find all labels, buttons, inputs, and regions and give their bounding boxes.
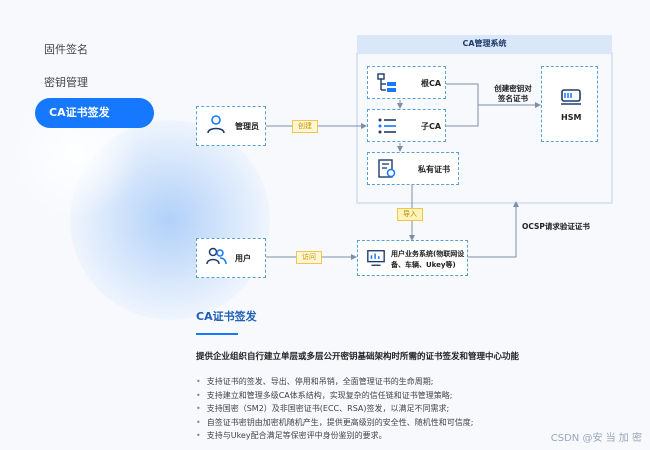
hsm-node[interactable]: HSM xyxy=(541,66,598,142)
hierarchy-icon xyxy=(377,73,396,92)
edge-label-create-key-sign: 创建密钥对 签名证书 xyxy=(484,84,542,104)
watermark: CSDN @安 当 加 密 xyxy=(550,433,642,444)
root-ca-node[interactable]: 根CA xyxy=(367,66,446,99)
hsm-device-icon xyxy=(561,89,581,105)
edge-label-create-key-line2: 签名证书 xyxy=(498,94,528,103)
business-label-line2: 备、车辆、Ukey等) xyxy=(391,261,456,269)
sub-ca-node[interactable]: 子CA xyxy=(367,109,446,142)
private-cert-label: 私有证书 xyxy=(418,165,450,174)
list-icon xyxy=(378,118,396,134)
edge-label-create-key-line1: 创建密钥对 xyxy=(494,84,532,93)
background-glow xyxy=(70,120,270,320)
users-icon xyxy=(206,247,227,265)
bracket-ca-hsm xyxy=(446,83,479,127)
root-ca-label: 根CA xyxy=(421,79,442,88)
admin-user-icon xyxy=(207,115,225,134)
certificate-icon xyxy=(378,159,396,178)
monitor-icon xyxy=(367,250,385,266)
user-label: 用户 xyxy=(235,254,251,263)
section-underline xyxy=(196,333,238,335)
admin-node[interactable]: 管理员 xyxy=(196,106,266,146)
edge-label-create: 创建 xyxy=(292,120,318,133)
section-description: 提供企业组织自行建立单层或多层公开密钥基础架构时所需的证书签发和管理中心功能 xyxy=(196,352,520,362)
edge-label-import: 导入 xyxy=(397,208,423,221)
business-system-node[interactable]: 用户业务系统(物联网设 备、车辆、Ukey等) xyxy=(357,240,468,276)
sub-ca-label: 子CA xyxy=(421,122,442,131)
hsm-label: HSM xyxy=(561,113,582,122)
feature-list: 支持证书的签发、导出、停用和吊销，全面管理证书的生命周期; 支持建立和管理多级C… xyxy=(196,375,474,443)
arrow-ocsp xyxy=(468,201,519,258)
user-node[interactable]: 用户 xyxy=(196,238,266,278)
nav-item-firmware-signing[interactable]: 固件签名 xyxy=(44,43,88,56)
edge-label-ocsp: OCSP请求验证证书 xyxy=(522,222,590,231)
business-label-line1: 用户业务系统(物联网设 xyxy=(391,250,465,258)
feature-item: 支持国密（SM2）及非国密证书(ECC、RSA)签发，以满足不同需求; xyxy=(196,402,473,416)
feature-item: 支持建立和管理多级CA体系结构，实现复杂的信任链和证书管理策略; xyxy=(196,389,473,403)
ca-system-title: CA管理系统 xyxy=(357,35,612,53)
nav-item-key-management[interactable]: 密钥管理 xyxy=(44,76,88,89)
admin-label: 管理员 xyxy=(235,122,259,131)
feature-item: 支持证书的签发、导出、停用和吊销，全面管理证书的生命周期; xyxy=(196,375,473,389)
feature-item: 支持与Ukey配合满足等保密评中身份鉴别的要求。 xyxy=(196,429,473,443)
private-cert-node[interactable]: 私有证书 xyxy=(367,152,459,185)
feature-item: 自签证书密钥由加密机随机产生，提供更高级别的安全性、随机性和可信度; xyxy=(196,416,474,430)
edge-label-access: 访问 xyxy=(296,251,322,264)
nav-item-ca-cert-issuance[interactable]: CA证书签发 xyxy=(35,98,154,128)
section-title: CA证书签发 xyxy=(196,310,257,323)
